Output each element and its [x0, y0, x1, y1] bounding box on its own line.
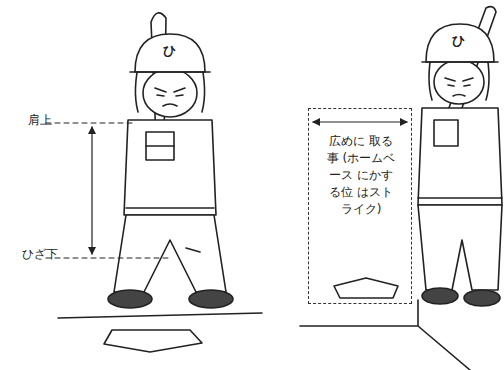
cap-logo: ひ	[163, 44, 176, 58]
grip	[146, 145, 174, 147]
belt	[126, 207, 214, 209]
belt	[418, 197, 502, 199]
shoe	[108, 290, 152, 308]
dimension-label: 肩上	[28, 113, 52, 127]
shoe	[464, 290, 500, 306]
helmet	[135, 34, 205, 72]
hands	[434, 120, 458, 146]
shoe	[189, 290, 233, 308]
home-plate	[334, 278, 398, 298]
face-features	[445, 78, 473, 96]
shoulder-line	[46, 123, 132, 124]
ground-line	[58, 313, 262, 318]
helmet	[426, 24, 494, 62]
strike-zone-box: 広めに 取る事 (ホームベース にかする位 はストライク)	[308, 108, 412, 304]
knee-line	[46, 258, 170, 259]
width-arrow	[313, 121, 407, 122]
face	[143, 69, 197, 117]
shoe	[422, 288, 458, 304]
pants-crease	[186, 248, 200, 252]
dimension-label: ひざ下	[22, 247, 58, 261]
zone-note: 広めに 取る事 (ホームベース にかする位 はストライク)	[326, 133, 396, 218]
face	[434, 60, 484, 104]
pants	[114, 215, 226, 292]
helmet-brim	[130, 71, 210, 73]
pants	[418, 205, 502, 290]
batter-box-line	[300, 300, 470, 370]
height-arrow	[91, 127, 92, 254]
angry-face	[155, 88, 185, 106]
helmet-brim	[422, 61, 498, 63]
cap-logo: ひ	[452, 34, 465, 48]
home-plate	[104, 330, 202, 352]
hands	[146, 132, 174, 160]
shirt	[418, 108, 502, 205]
shirt	[124, 120, 216, 215]
